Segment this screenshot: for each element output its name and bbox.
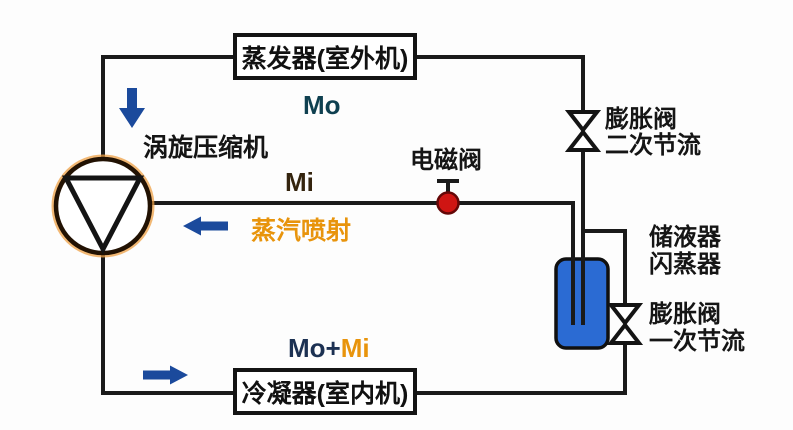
flow-outdoor-label: Mo bbox=[303, 90, 341, 120]
expansion-valve-icon bbox=[564, 110, 602, 152]
flow-total-mi-part: Mi bbox=[340, 333, 370, 363]
expansion-valve-icon bbox=[606, 303, 644, 345]
pipe-tank-outlet bbox=[585, 229, 627, 305]
expansion-valve-secondary-line1: 膨胀阀 bbox=[605, 106, 677, 133]
steam-injection-label: 蒸汽喷射 bbox=[251, 217, 352, 245]
down-arrow-icon bbox=[119, 88, 145, 128]
evaporator-box: 蒸发器(室外机) bbox=[233, 33, 417, 80]
pipe-suction-top-left bbox=[101, 55, 233, 159]
solenoid-valve-icon bbox=[436, 179, 460, 215]
pipe-valve-to-condenser bbox=[415, 343, 627, 395]
evaporator-label: 蒸发器(室外机) bbox=[241, 44, 409, 73]
receiver-line1: 储液器 bbox=[649, 224, 721, 251]
left-arrow-icon bbox=[183, 216, 228, 236]
flow-total-label: Mo+Mi bbox=[288, 333, 370, 364]
expansion-valve-primary-label: 膨胀阀 一次节流 bbox=[649, 301, 745, 355]
compressor-label: 涡旋压缩机 bbox=[143, 134, 269, 162]
flow-total-mo-part: Mo+ bbox=[288, 333, 341, 363]
solenoid-valve-label: 电磁阀 bbox=[410, 147, 482, 174]
expansion-valve-secondary-line2: 二次节流 bbox=[605, 132, 701, 159]
expansion-valve-primary-line1: 膨胀阀 bbox=[649, 301, 721, 328]
condenser-box: 冷凝器(室内机) bbox=[233, 368, 417, 415]
flow-arrow-icons bbox=[119, 88, 228, 385]
pipe-discharge-bottom-left bbox=[101, 253, 233, 395]
pipe-evaporator-to-valve bbox=[415, 55, 585, 112]
pipe-network bbox=[101, 55, 627, 395]
right-arrow-icon bbox=[143, 365, 188, 385]
receiver-flash-tank-label: 储液器 闪蒸器 bbox=[649, 224, 721, 278]
pipe-injection-line bbox=[150, 201, 575, 325]
expansion-valve-primary-line2: 一次节流 bbox=[649, 328, 745, 355]
compressor-icon bbox=[51, 154, 155, 258]
receiver-line2: 闪蒸器 bbox=[649, 251, 721, 278]
condenser-label: 冷凝器(室内机) bbox=[241, 379, 409, 408]
expansion-valve-secondary-label: 膨胀阀 二次节流 bbox=[605, 107, 701, 159]
flow-injection-label: Mi bbox=[285, 167, 314, 197]
